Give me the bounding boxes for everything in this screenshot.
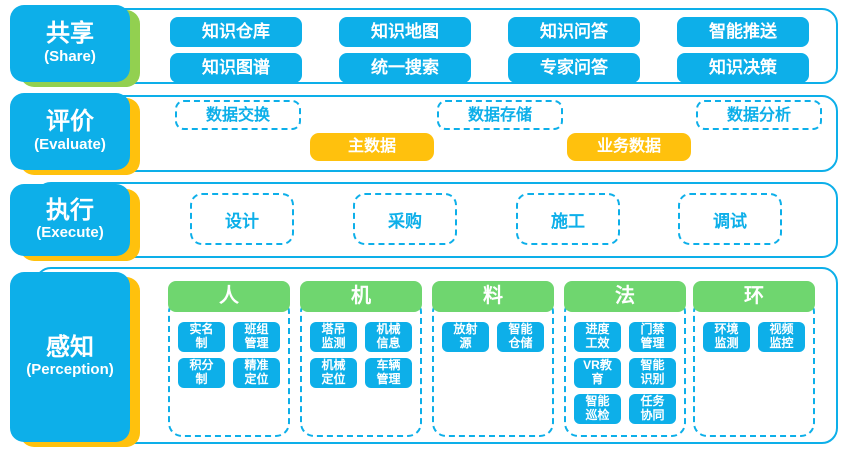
perception-column-machine-body: 塔吊 监测 机械 信息 机械 定位 车辆 管理 xyxy=(300,298,422,437)
execute-band-container: 设计 采购 施工 调试 xyxy=(35,182,838,258)
share-node-smart-push: 智能推送 xyxy=(677,17,809,47)
perception-node-tower-crane-monitoring: 塔吊 监测 xyxy=(310,322,357,352)
perception-node-machinery-positioning: 机械 定位 xyxy=(310,358,357,388)
perception-node-smart-recognition: 智能 识别 xyxy=(629,358,676,388)
share-label-zh: 共享 xyxy=(46,20,94,48)
perception-node-access-control: 门禁 管理 xyxy=(629,322,676,352)
perception-column-method-body: 进度 工效 门禁 管理 VR教 育 智能 识别 智能 巡检 任务 协同 xyxy=(564,298,686,437)
perception-band-label: 感知 (Perception) xyxy=(10,272,130,442)
perception-column-environment-body: 环境 监测 视频 监控 xyxy=(693,298,815,437)
execute-label-zh: 执行 xyxy=(46,196,94,224)
evaluate-node-data-storage: 数据存储 xyxy=(437,100,563,130)
perception-node-vr-education: VR教 育 xyxy=(574,358,621,388)
perception-node-progress-efficiency: 进度 工效 xyxy=(574,322,621,352)
perception-column-material-body: 放射 源 智能 仓储 xyxy=(432,298,554,437)
perception-column-machine: 机 塔吊 监测 机械 信息 机械 定位 车辆 管理 xyxy=(300,281,422,437)
evaluate-node-data-exchange: 数据交换 xyxy=(175,100,301,130)
execute-band-label: 执行 (Execute) xyxy=(10,184,130,256)
perception-node-environment-monitoring: 环境 监测 xyxy=(703,322,750,352)
perception-band-container: 人 实名 制 班组 管理 积分 制 精准 定位 机 塔吊 监测 机械 信息 机械… xyxy=(35,267,838,444)
share-node-knowledge-map: 知识地图 xyxy=(339,17,471,47)
perception-node-smart-inspection: 智能 巡检 xyxy=(574,394,621,424)
perception-column-method: 法 进度 工效 门禁 管理 VR教 育 智能 识别 智能 巡检 任务 协同 xyxy=(564,281,686,437)
perception-node-video-surveillance: 视频 监控 xyxy=(758,322,805,352)
share-node-grid: 知识仓库 知识地图 知识问答 智能推送 知识图谱 统一搜索 专家问答 知识决策 xyxy=(170,17,809,83)
share-node-knowledge-qa: 知识问答 xyxy=(508,17,640,47)
perception-node-real-name: 实名 制 xyxy=(178,322,225,352)
execute-stage-procurement: 采购 xyxy=(353,193,457,245)
perception-label-en: (Perception) xyxy=(26,361,114,379)
execute-stage-construction: 施工 xyxy=(516,193,620,245)
share-node-unified-search: 统一搜索 xyxy=(339,53,471,83)
share-label-en: (Share) xyxy=(44,47,96,65)
evaluate-node-master-data: 主数据 xyxy=(310,133,434,161)
share-node-knowledge-decision: 知识决策 xyxy=(677,53,809,83)
share-node-expert-qa: 专家问答 xyxy=(508,53,640,83)
perception-column-material-header: 料 xyxy=(432,281,554,312)
evaluate-node-business-data: 业务数据 xyxy=(567,133,691,161)
perception-node-machinery-info: 机械 信息 xyxy=(365,322,412,352)
perception-column-people: 人 实名 制 班组 管理 积分 制 精准 定位 xyxy=(168,281,290,437)
evaluate-node-data-analysis: 数据分析 xyxy=(696,100,822,130)
perception-column-environment: 环 环境 监测 视频 监控 xyxy=(693,281,815,437)
perception-column-method-header: 法 xyxy=(564,281,686,312)
perception-column-environment-header: 环 xyxy=(693,281,815,312)
perception-node-team-management: 班组 管理 xyxy=(233,322,280,352)
evaluate-band-label: 评价 (Evaluate) xyxy=(10,93,130,170)
evaluate-band-container: 数据交换 数据存储 数据分析 主数据 业务数据 xyxy=(35,95,838,172)
perception-node-smart-warehouse: 智能 仓储 xyxy=(497,322,544,352)
execute-label-en: (Execute) xyxy=(36,224,104,242)
evaluate-label-en: (Evaluate) xyxy=(34,135,106,153)
share-node-knowledge-graph: 知识图谱 xyxy=(170,53,302,83)
perception-label-zh: 感知 xyxy=(46,333,94,361)
perception-column-people-header: 人 xyxy=(168,281,290,312)
perception-column-material: 料 放射 源 智能 仓储 xyxy=(432,281,554,437)
perception-node-radiation-source: 放射 源 xyxy=(442,322,489,352)
perception-node-point-system: 积分 制 xyxy=(178,358,225,388)
share-node-knowledge-warehouse: 知识仓库 xyxy=(170,17,302,47)
perception-node-task-collaboration: 任务 协同 xyxy=(629,394,676,424)
perception-column-people-body: 实名 制 班组 管理 积分 制 精准 定位 xyxy=(168,298,290,437)
evaluate-label-zh: 评价 xyxy=(46,108,94,136)
perception-node-vehicle-management: 车辆 管理 xyxy=(365,358,412,388)
perception-column-machine-header: 机 xyxy=(300,281,422,312)
share-band-container: 知识仓库 知识地图 知识问答 智能推送 知识图谱 统一搜索 专家问答 知识决策 xyxy=(35,8,838,84)
share-band-label: 共享 (Share) xyxy=(10,5,130,82)
perception-node-precise-positioning: 精准 定位 xyxy=(233,358,280,388)
execute-stage-commissioning: 调试 xyxy=(678,193,782,245)
execute-stage-design: 设计 xyxy=(190,193,294,245)
